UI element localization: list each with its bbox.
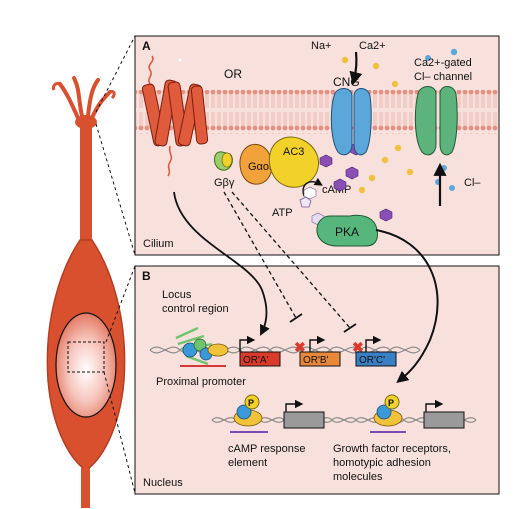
- arrow-or-to-ora: [173, 191, 270, 336]
- or-a-label: OR'A': [243, 355, 269, 366]
- panel-b-letter: B: [142, 269, 151, 283]
- gf-label-line3: molecules: [333, 471, 383, 483]
- or-gene-c: ✖ OR'C': [352, 335, 397, 367]
- lcr-complex: [175, 326, 229, 367]
- or-b-label: OR'B': [303, 355, 329, 366]
- gf-label-line2: homotypic adhesion: [333, 457, 431, 469]
- or-label: OR: [224, 67, 242, 81]
- olfactory-neuron: [46, 76, 126, 508]
- g-beta-gamma: Gβγ: [214, 151, 235, 189]
- svg-text:✖: ✖: [352, 339, 364, 355]
- arrow-pka-to-nucleus: [375, 229, 439, 383]
- ac3-label: AC3: [283, 146, 304, 158]
- or-receptor: OR: [141, 55, 242, 177]
- cacl-label-line2: Cl– channel: [414, 71, 472, 83]
- creb-complex-1: P: [230, 394, 325, 433]
- cl-label: Cl–: [464, 177, 481, 189]
- cre-label-line2: element: [228, 457, 267, 469]
- galpha-label: Gαolf: [248, 161, 275, 173]
- cng-channel: CNG Na+ Ca2+: [311, 40, 386, 156]
- locus-label-line2: control region: [162, 303, 229, 315]
- or-gene-a: OR'A': [239, 335, 281, 367]
- locus-label-line1: Locus: [162, 289, 192, 301]
- gbg-label: Gβγ: [214, 177, 235, 189]
- cre-label-line1: cAMP response: [228, 443, 305, 455]
- gf-label-line1: Growth factor receptors,: [333, 443, 451, 455]
- ac3-enzyme: AC3: [268, 136, 320, 188]
- or-gene-b: ✖ OR'B': [294, 335, 341, 367]
- cilium-label: Cilium: [143, 238, 174, 250]
- ca-label: Ca2+: [359, 40, 386, 52]
- svg-text:✖: ✖: [294, 339, 306, 355]
- panel-a-letter: A: [142, 39, 151, 53]
- signaling-arrows: [173, 191, 439, 383]
- g-alpha-olf: Gαolf: [239, 143, 275, 185]
- atp-molecule: [299, 196, 312, 208]
- inhibit-or-c: [231, 191, 351, 329]
- cacl-label-line1: Ca2+-gated: [414, 57, 472, 69]
- atp-label: ATP: [272, 207, 293, 219]
- panel-b: B Locus control region OR'A' ✖ OR'B': [134, 265, 500, 495]
- neuron-nucleus: [55, 312, 117, 418]
- na-label: Na+: [311, 40, 332, 52]
- pka-kinase: PKA: [316, 214, 379, 247]
- inhibit-or-b: [223, 191, 297, 319]
- panel-a: A OR Gβγ Gαolf AC: [134, 35, 500, 256]
- phospho-label-1: P: [248, 398, 254, 408]
- pka-label: PKA: [335, 225, 359, 239]
- proximal-promoter-label: Proximal promoter: [156, 376, 246, 388]
- ions: [178, 48, 458, 194]
- or-c-label: OR'C': [359, 355, 385, 366]
- creb-complex-2: P: [370, 394, 465, 433]
- cl-channel: Ca2+-gated Cl– channel Cl–: [414, 57, 481, 206]
- phospho-label-2: P: [388, 398, 394, 408]
- zoom-lines: [95, 35, 136, 494]
- nucleus-label: Nucleus: [143, 477, 183, 489]
